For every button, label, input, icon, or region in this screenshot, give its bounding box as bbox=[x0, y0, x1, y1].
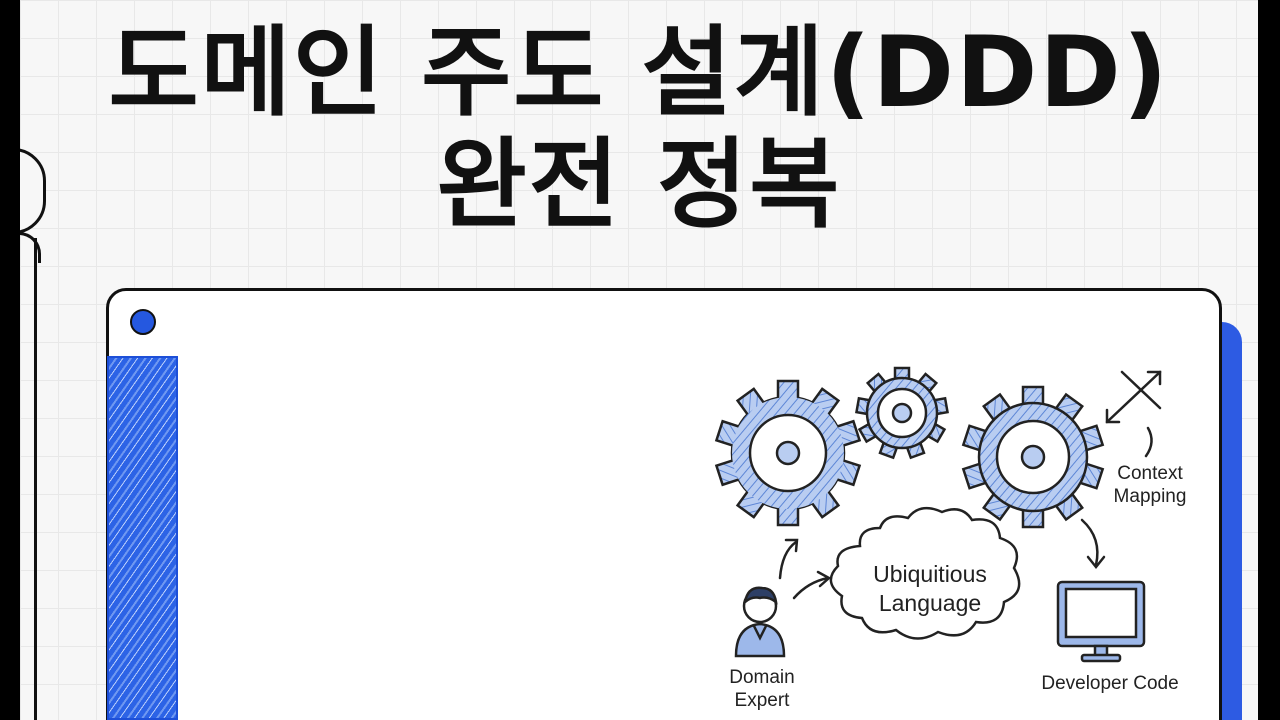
arrow-to-code bbox=[1080, 518, 1099, 567]
ubiquitous-language-label: Ubiquitious Language bbox=[873, 561, 987, 616]
arrow-expert-to-language bbox=[792, 576, 830, 600]
cross-arrows-icon bbox=[1105, 370, 1162, 458]
monitor-icon bbox=[1056, 580, 1146, 663]
hatched-bar bbox=[107, 356, 178, 720]
cloud-icon bbox=[829, 506, 1021, 640]
card-dot bbox=[130, 309, 156, 335]
title-line-2: 완전 정복 bbox=[436, 128, 842, 242]
arrow-expert-to-gears bbox=[778, 540, 798, 580]
slide-canvas: 도메인 주도 설계(DDD) 완전 정복 bbox=[20, 0, 1258, 720]
gear-icon bbox=[961, 385, 1105, 529]
context-mapping-label: Context Mapping bbox=[1113, 463, 1187, 507]
illustration-svg bbox=[714, 366, 1162, 663]
domain-expert-label: Domain Expert bbox=[729, 667, 795, 711]
title-line-1: 도메인 주도 설계(DDD) bbox=[108, 16, 1170, 130]
developer-code-label: Developer Code bbox=[1041, 673, 1179, 694]
gear-icon bbox=[714, 379, 862, 527]
gear-icon bbox=[855, 366, 949, 460]
ddd-illustration: Context Mapping Ubiquitious Language Dom… bbox=[710, 360, 1210, 720]
left-border-line bbox=[34, 238, 37, 720]
person-icon bbox=[734, 586, 786, 658]
